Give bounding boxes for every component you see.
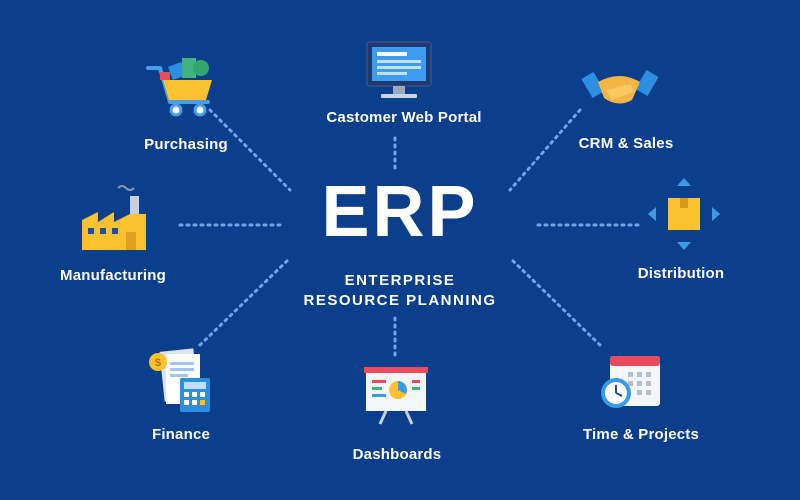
- calendar-clock-icon: [601, 356, 660, 408]
- module-label-finance: Finance: [151, 426, 211, 443]
- module-label-distribution: Distribution: [637, 265, 725, 282]
- connector-purchasing: [208, 108, 292, 192]
- module-label-purchasing: Purchasing: [144, 136, 228, 153]
- module-label-crm-sales: CRM & Sales: [578, 135, 674, 152]
- package-arrows-icon: [648, 178, 720, 250]
- connector-time: [508, 256, 602, 347]
- connectors: [178, 108, 644, 357]
- module-label-manufacturing: Manufacturing: [60, 267, 166, 284]
- erp-subtitle-line2: RESOURCE PLANNING: [303, 292, 497, 309]
- module-label-dashboards: Dashboards: [352, 446, 442, 463]
- svg-text:$: $: [155, 357, 161, 369]
- handshake-icon: [581, 69, 659, 104]
- shopping-cart-icon: [146, 58, 212, 117]
- connector-crm: [508, 108, 582, 192]
- erp-subtitle-line1: ENTERPRISE: [344, 272, 456, 289]
- presentation-board-icon: [364, 367, 428, 425]
- module-label-customer-web-portal: Castomer Web Portal: [326, 109, 482, 126]
- monitor-icon: [366, 41, 432, 98]
- module-label-time-projects: Time & Projects: [582, 426, 700, 443]
- calculator-documents-icon: $: [149, 348, 210, 412]
- factory-icon: [82, 185, 146, 250]
- erp-title: ERP: [321, 172, 479, 252]
- connector-finance: [198, 256, 292, 347]
